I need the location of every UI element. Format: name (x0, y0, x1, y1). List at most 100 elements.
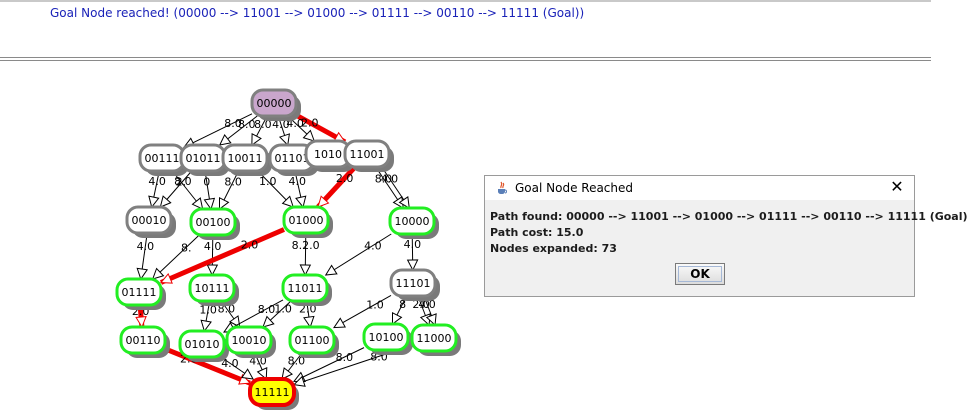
graph-node-00111[interactable]: 00111 (138, 143, 189, 176)
node-box (225, 325, 273, 355)
graph-edge (294, 170, 303, 207)
edge-cost-label: 4.0 (418, 298, 436, 311)
node-label: 10010 (232, 334, 267, 347)
edge-cost-label: 8.0 (224, 176, 242, 189)
node-box (250, 88, 298, 118)
edge-cost-label: 4.0 (364, 239, 382, 252)
graph-node-11001[interactable]: 11001 (343, 139, 394, 172)
divider (0, 57, 931, 58)
edge-cost-label: 4.0 (204, 240, 222, 253)
edge-cost-label: 2.0 (412, 298, 430, 311)
path-found-text: Path found: 00000 --> 11001 --> 01000 --… (490, 210, 968, 223)
graph-edge (205, 170, 211, 209)
graph-edge (220, 170, 239, 209)
edge-cost-label: 4.0 (137, 240, 155, 253)
node-box (248, 377, 296, 407)
node-label: 01101 (275, 152, 310, 165)
node-box (343, 139, 391, 169)
graph-node-10100[interactable]: 10100 (362, 322, 413, 355)
graph-edge (171, 170, 202, 209)
edge-cost-label: 8.0 (375, 172, 393, 185)
graph-node-01111[interactable]: 01111 (115, 277, 166, 310)
nodes-expanded-text: Nodes expanded: 73 (490, 242, 617, 255)
graph-node-10000[interactable]: 10000 (388, 206, 439, 239)
node-label: 01010 (185, 338, 220, 351)
window-top-border (0, 0, 931, 2)
graph-node-00110[interactable]: 00110 (119, 325, 170, 358)
node-label: 11101 (396, 277, 431, 290)
graph-node-00100[interactable]: 00100 (189, 207, 240, 240)
graph-edge (326, 233, 392, 275)
graph-edge (161, 227, 285, 285)
edge-cost-label: 4.0 (272, 118, 290, 131)
node-box (362, 322, 410, 352)
graph-edge (160, 170, 193, 207)
node-box (388, 206, 436, 236)
graph-edge (252, 115, 268, 145)
path-cost-text: Path cost: 15.0 (490, 226, 584, 239)
node-label: 10100 (369, 331, 404, 344)
graph-node-01011[interactable]: 01011 (179, 143, 230, 176)
node-box (125, 205, 173, 235)
edge-cost-label: 8.0 (258, 303, 276, 316)
edge-cost-label: 1.0 (366, 298, 384, 311)
graph-node-01000[interactable]: 01000 (282, 205, 333, 238)
divider (0, 60, 931, 61)
node-box (410, 323, 458, 353)
goal-reached-dialog: Goal Node Reached ✕ Path found: 00000 --… (484, 175, 968, 297)
edge-cost-label: 8.0 (336, 351, 354, 364)
edge-cost-label: 8. (181, 241, 192, 254)
status-message: Goal Node reached! (00000 --> 11001 --> … (50, 6, 585, 20)
graph-edge (220, 356, 253, 379)
graph-edge (334, 294, 392, 327)
graph-node-01100[interactable]: 01100 (288, 325, 339, 358)
graph-edge (381, 166, 410, 208)
graph-node-01010[interactable]: 01010 (178, 329, 229, 362)
graph-node-11111[interactable]: 11111 (248, 377, 299, 410)
graph-node-10111[interactable]: 10111 (188, 273, 239, 306)
graph-node-10011[interactable]: 10011 (221, 143, 272, 176)
node-label: 01000 (289, 214, 324, 227)
graph-edge (316, 165, 357, 209)
node-box (389, 268, 437, 298)
node-label: 11111 (255, 386, 290, 399)
edge-cost-label: 4.0 (221, 357, 239, 370)
java-cup-icon (498, 181, 507, 195)
node-label: 00000 (257, 97, 292, 110)
node-label: 11000 (417, 332, 452, 345)
graph-edge (184, 113, 253, 147)
node-box (115, 277, 163, 307)
ok-button[interactable]: OK (675, 263, 725, 285)
graph-edge (212, 234, 213, 275)
node-label: 11001 (350, 148, 385, 161)
graph-node-10010[interactable]: 10010 (225, 325, 276, 358)
graph-node-11101[interactable]: 11101 (389, 268, 440, 301)
dialog-title-bar[interactable]: Goal Node Reached ✕ (485, 176, 914, 200)
graph-edge (263, 300, 292, 327)
edge-cost-label: 4.0 (148, 175, 166, 188)
node-label: 10011 (228, 152, 263, 165)
node-label: 00010 (132, 214, 167, 227)
graph-edge (294, 112, 347, 145)
edge-cost-label: 8.0 (288, 354, 306, 367)
edge-cost-label: 8.2.0 (292, 239, 320, 252)
graph-edge (152, 170, 160, 207)
graph-node-00010[interactable]: 00010 (125, 205, 176, 238)
edge-cost-label: 8.0 (174, 175, 192, 188)
node-box (178, 329, 226, 359)
node-label: 10111 (195, 282, 230, 295)
edge-cost-label: 4.0 (404, 238, 422, 251)
graph-node-11000[interactable]: 11000 (410, 323, 461, 356)
edge-cost-label: 8 (399, 298, 406, 311)
graph-edge (220, 115, 258, 145)
node-label: 01111 (122, 286, 157, 299)
node-label: 1010 (314, 148, 342, 161)
graph-edge (393, 295, 407, 324)
graph-edge (141, 232, 147, 279)
edge-cost-label: 2.0 (241, 238, 259, 251)
node-label: 11011 (288, 282, 323, 295)
close-icon[interactable]: ✕ (890, 177, 904, 196)
graph-node-11011[interactable]: 11011 (281, 273, 332, 306)
graph-node-00000[interactable]: 00000 (250, 88, 301, 121)
